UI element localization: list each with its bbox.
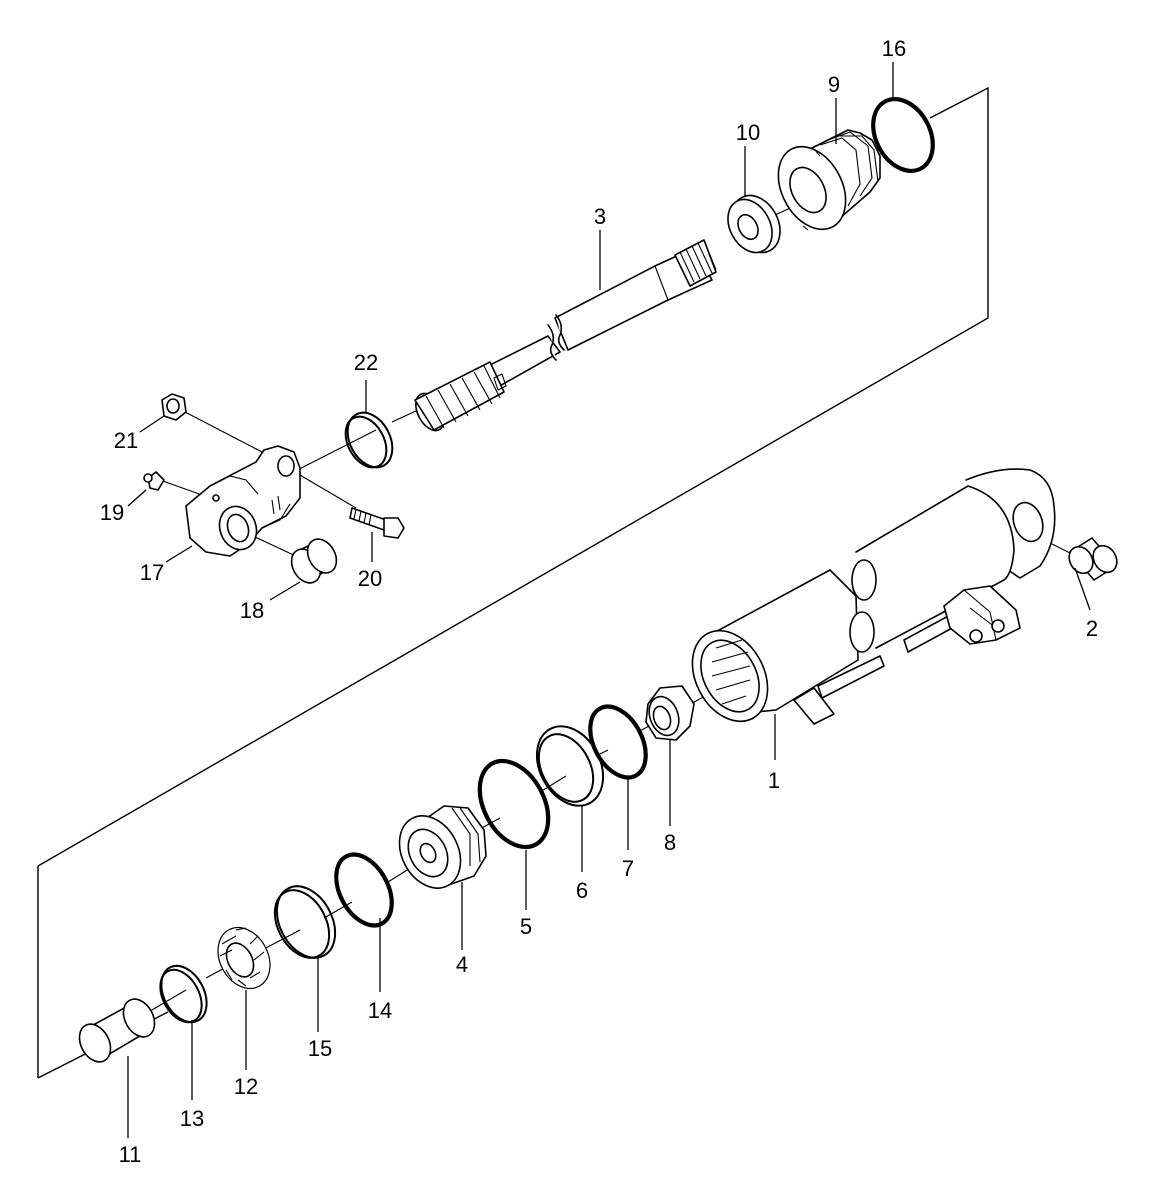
- callout-13: 13: [180, 1106, 204, 1131]
- callout-10: 10: [736, 120, 760, 145]
- rod-end-17: [185, 445, 301, 557]
- callout-6: 6: [576, 878, 588, 903]
- o-ring-16: [871, 97, 935, 173]
- piston-rod-3: [414, 239, 717, 432]
- snap-ring-22: [344, 411, 394, 469]
- washer-10: [727, 194, 781, 254]
- o-ring-14: [334, 852, 394, 928]
- bolt-20: [349, 507, 405, 539]
- assembly-frame: [37, 86, 989, 1079]
- leader-lines: [127, 62, 1091, 1138]
- callout-5: 5: [520, 914, 532, 939]
- callout-1: 1: [768, 768, 780, 793]
- backup-ring-6: [535, 725, 605, 807]
- callout-2: 2: [1086, 616, 1098, 641]
- callout-labels: 1 2 3 4 5 6 7 8 9 10 11 12 13 14 15 16 1…: [100, 36, 1098, 1167]
- callout-3: 3: [594, 204, 606, 229]
- callout-14: 14: [368, 998, 392, 1023]
- callout-19: 19: [100, 500, 124, 525]
- callout-17: 17: [140, 560, 164, 585]
- wiper-seal-12: [217, 926, 271, 990]
- o-ring-5: [477, 758, 551, 850]
- bushing-11: [78, 998, 156, 1063]
- nut-21: [161, 393, 187, 421]
- grease-nipple-19: [143, 471, 165, 491]
- piston-4: [398, 805, 487, 889]
- callout-20: 20: [358, 566, 382, 591]
- nut-8: [645, 685, 695, 741]
- callout-8: 8: [664, 830, 676, 855]
- bushing-18: [290, 538, 338, 584]
- callout-15: 15: [308, 1036, 332, 1061]
- callout-18: 18: [240, 598, 264, 623]
- callout-22: 22: [354, 350, 378, 375]
- callout-9: 9: [828, 72, 840, 97]
- callout-21: 21: [114, 428, 138, 453]
- callout-16: 16: [882, 36, 906, 61]
- snap-ring-15: [273, 885, 337, 959]
- callout-11: 11: [119, 1142, 142, 1167]
- callout-12: 12: [234, 1074, 258, 1099]
- cylinder-barrel-1: [691, 468, 1056, 725]
- snap-ring-13: [159, 964, 208, 1024]
- callout-4: 4: [456, 952, 468, 977]
- gland-nut-9: [777, 129, 881, 231]
- callout-7: 7: [622, 856, 634, 881]
- pin-2: [1068, 537, 1118, 581]
